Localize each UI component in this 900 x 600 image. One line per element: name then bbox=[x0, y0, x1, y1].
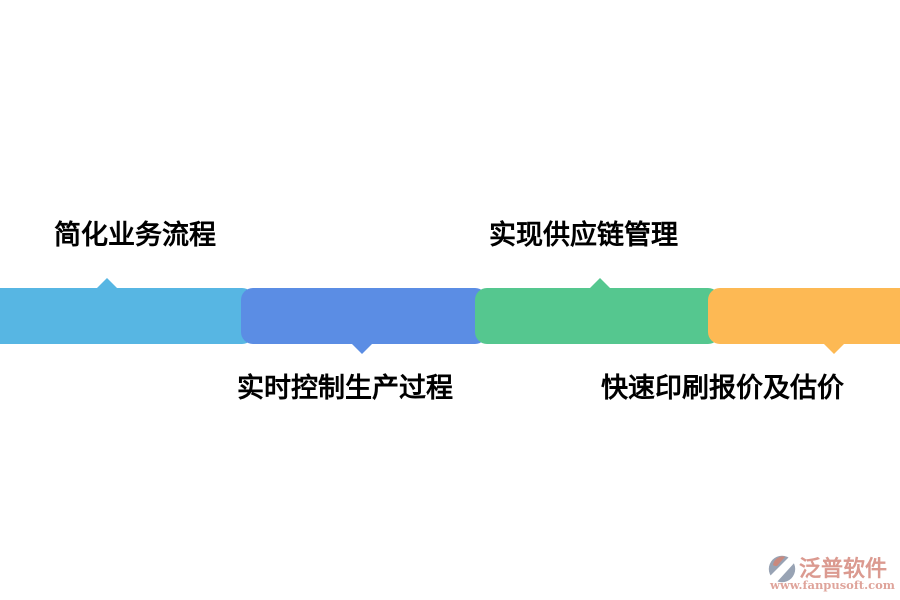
bar-segment-supply-chain bbox=[475, 288, 720, 344]
bar-segment-simplify-processes bbox=[0, 288, 254, 344]
arrow-up-icon bbox=[97, 278, 117, 288]
bar-segment-print-quotation bbox=[708, 288, 900, 344]
watermark: 泛普软件 www.fanpusoft.com bbox=[768, 551, 895, 595]
watermark-url-text: www.fanpusoft.com bbox=[770, 578, 895, 592]
arrow-down-icon bbox=[824, 344, 844, 354]
arrow-down-icon bbox=[352, 344, 372, 354]
bar-segment-production-control bbox=[241, 288, 487, 344]
segment-label-production-control: 实时控制生产过程 bbox=[237, 373, 453, 404]
fanpu-logo-icon bbox=[768, 555, 796, 583]
segment-label-supply-chain: 实现供应链管理 bbox=[489, 220, 678, 251]
arrow-up-icon bbox=[590, 278, 610, 288]
watermark-brand-text: 泛普软件 bbox=[799, 557, 888, 582]
segment-label-print-quotation: 快速印刷报价及估价 bbox=[601, 373, 844, 404]
segment-label-simplify-processes: 简化业务流程 bbox=[54, 220, 216, 251]
